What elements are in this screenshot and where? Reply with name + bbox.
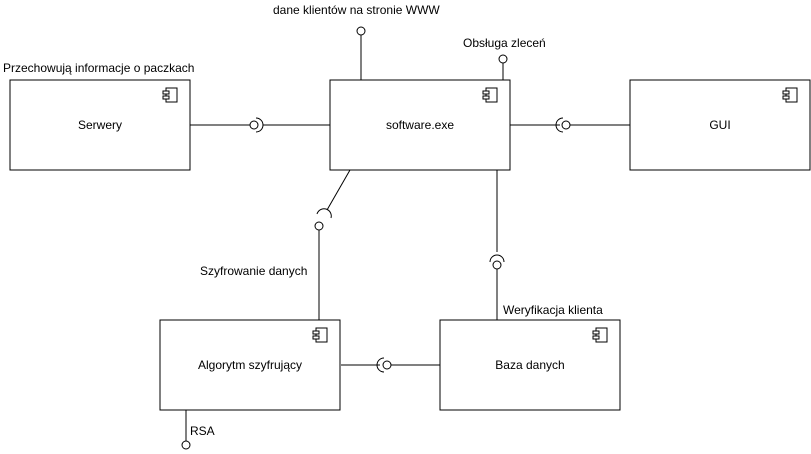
component-label: Baza danych (495, 358, 564, 372)
component-icon (482, 87, 498, 103)
component-label: GUI (709, 118, 730, 132)
annotation-rsa: RSA (190, 424, 215, 438)
component-software[interactable]: software.exe (329, 79, 511, 171)
port-obsluga (498, 54, 508, 80)
component-baza[interactable]: Baza danych (439, 319, 621, 411)
annotation-obsluga: Obsługa zleceń (463, 36, 546, 50)
connector-algorytm-baza (341, 357, 440, 373)
annotation-przechowuja: Przechowują informacje o paczkach (3, 61, 194, 75)
component-icon (312, 327, 328, 343)
component-icon (782, 87, 798, 103)
component-icon (592, 327, 608, 343)
annotation-szyfrowanie: Szyfrowanie danych (200, 264, 307, 278)
port-dane-www (356, 26, 366, 80)
component-label: Serwery (78, 118, 122, 132)
connector-serwery-software (190, 117, 330, 133)
connector-software-baza (489, 170, 505, 320)
component-gui[interactable]: GUI (629, 79, 811, 171)
component-algorytm[interactable]: Algorytm szyfrujący (159, 319, 341, 411)
component-serwery[interactable]: Serwery (9, 79, 191, 171)
connector-software-gui (510, 117, 630, 133)
annotation-weryfikacja: Weryfikacja klienta (503, 303, 603, 317)
component-label: Algorytm szyfrujący (198, 358, 302, 372)
port-rsa (181, 410, 191, 450)
annotation-dane-www: dane klientów na stronie WWW (273, 3, 440, 17)
component-icon (162, 87, 178, 103)
component-label: software.exe (386, 118, 454, 132)
connector-software-algorytm (314, 169, 351, 320)
